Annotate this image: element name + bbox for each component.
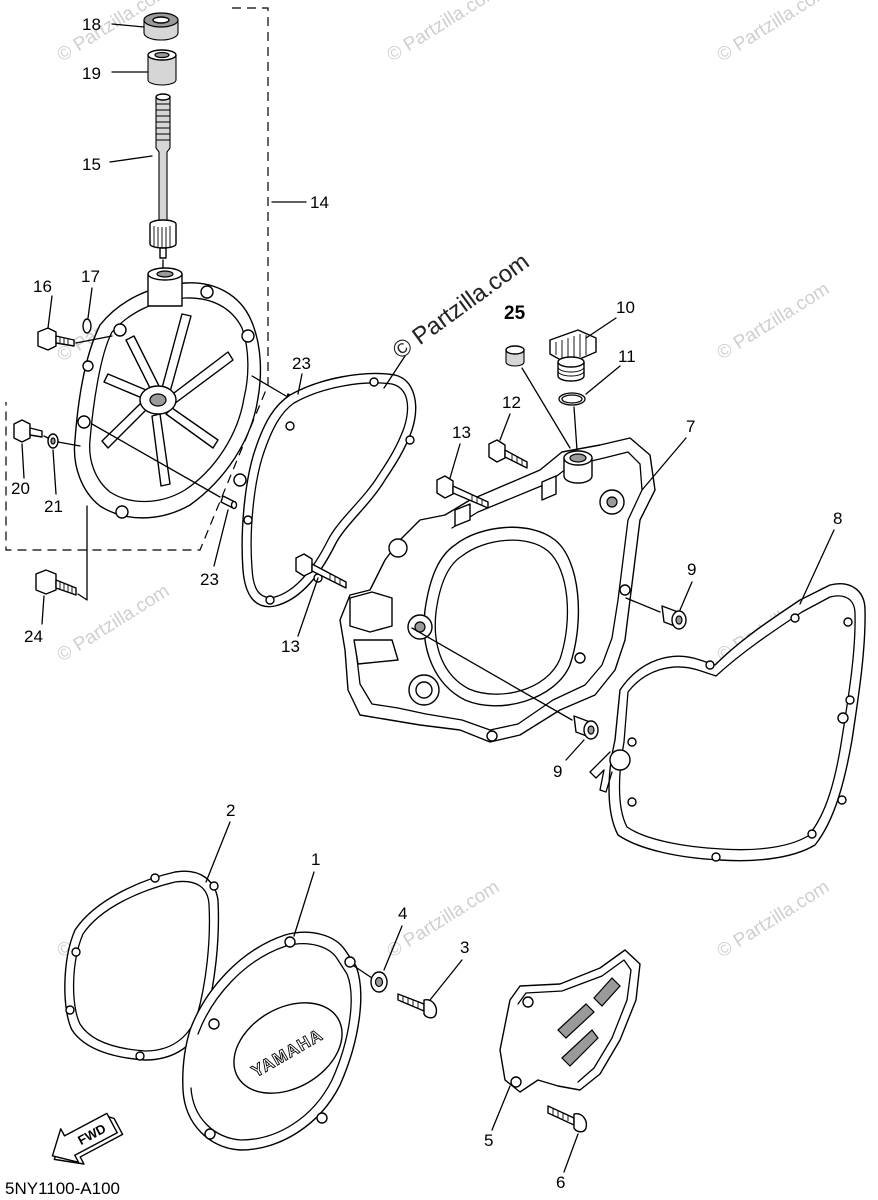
callout-8: 8 xyxy=(833,509,842,528)
callout-15: 15 xyxy=(82,155,101,174)
watermark: © Partzilla.com xyxy=(714,279,834,365)
part-18-bearing xyxy=(143,12,179,41)
part-13-bolt-upper xyxy=(436,475,489,509)
callout-10: 10 xyxy=(616,298,635,317)
part-12-bolt xyxy=(488,439,528,469)
callout-24: 24 xyxy=(24,627,43,646)
callouts: 18 19 15 14 16 17 23 20 21 23 24 13 12 1… xyxy=(11,15,842,1192)
assembly-14-boundary xyxy=(5,7,269,551)
watermark: © Partzilla.com xyxy=(384,0,504,66)
callout-25: 25 xyxy=(504,303,526,324)
part-11-o-ring xyxy=(558,392,586,406)
callout-7: 7 xyxy=(686,417,695,436)
callout-11: 11 xyxy=(618,347,636,366)
water-pump-housing-cover xyxy=(73,267,262,519)
drawing-code: 5NY1100-A100 xyxy=(5,1179,120,1198)
callout-18: 18 xyxy=(82,15,101,34)
watermark: © Partzilla.com xyxy=(714,877,834,963)
part-15-impeller-shaft xyxy=(149,93,177,273)
part-8-gasket xyxy=(589,583,866,862)
part-1-clutch-cover: YAMAHA xyxy=(182,931,373,1151)
callout-1: 1 xyxy=(311,850,320,869)
part-10-oil-filler-cap xyxy=(549,329,597,382)
part-23-dowel-lower xyxy=(91,423,238,510)
callout-5: 5 xyxy=(484,1131,493,1150)
logo-oval xyxy=(233,1002,343,1094)
callout-2: 2 xyxy=(226,801,235,820)
leader-lines xyxy=(21,23,835,1173)
part-3-bolt xyxy=(397,993,438,1019)
part-4-washer xyxy=(370,971,388,993)
callout-23-lower: 23 xyxy=(200,570,219,589)
callout-13-upper: 13 xyxy=(452,423,471,442)
part-5-sprocket-cover xyxy=(499,949,641,1093)
callout-6: 6 xyxy=(556,1173,565,1192)
callout-9-lower: 9 xyxy=(553,762,562,781)
callout-3: 3 xyxy=(460,938,469,957)
callout-23-upper: 23 xyxy=(292,354,311,373)
part-7-crankcase-cover xyxy=(339,437,656,743)
part-24-bolt xyxy=(35,505,88,601)
part-21-washer xyxy=(47,433,81,449)
callout-13-lower: 13 xyxy=(281,637,300,656)
forward-direction-arrow: FWD xyxy=(51,1112,124,1165)
part-25-plug xyxy=(505,345,571,449)
callout-16: 16 xyxy=(33,277,52,296)
callout-9-upper: 9 xyxy=(687,560,696,579)
part-9-collar-lower xyxy=(411,627,599,740)
callout-17: 17 xyxy=(81,267,100,286)
part-19-needle-bearing xyxy=(147,49,177,86)
callout-19: 19 xyxy=(82,64,101,83)
callout-20: 20 xyxy=(11,479,30,498)
part-13-bolt-lower xyxy=(295,553,347,589)
callout-12: 12 xyxy=(502,393,521,412)
watermark: © Partzilla.com xyxy=(714,0,834,66)
part-6-bolt xyxy=(547,1105,588,1133)
callout-21: 21 xyxy=(44,497,63,516)
part-20-bolt xyxy=(13,419,49,443)
part-9-collar-upper xyxy=(625,597,687,630)
callout-14: 14 xyxy=(310,193,329,212)
callout-4: 4 xyxy=(398,904,407,923)
part-17-washer xyxy=(82,318,92,334)
